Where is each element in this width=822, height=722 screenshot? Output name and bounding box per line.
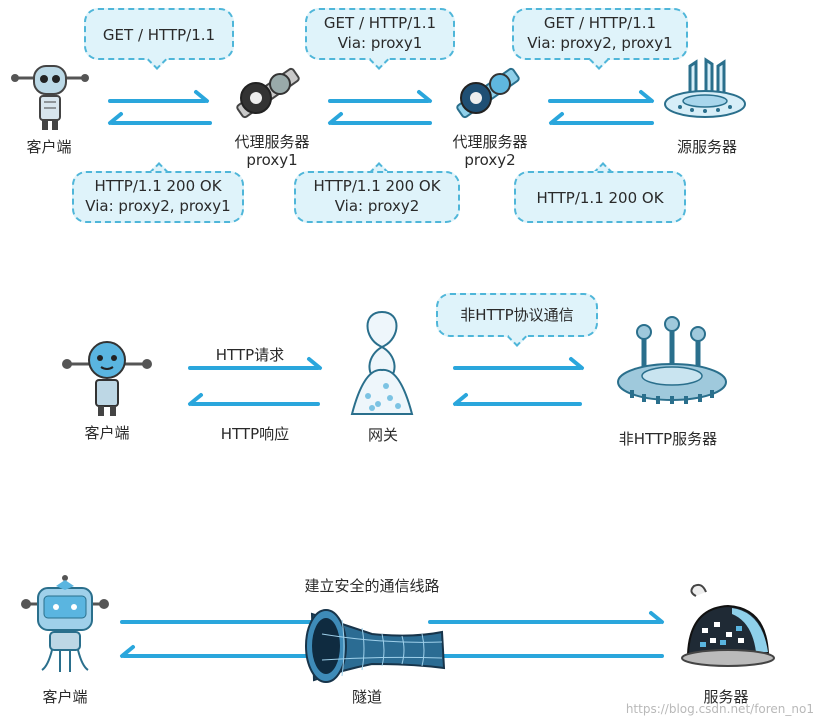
non-http-forward-arrow bbox=[453, 357, 584, 370]
tunnel-back-arrow bbox=[120, 645, 664, 658]
client-robot-icon bbox=[62, 341, 152, 416]
response-bubble-2: HTTP/1.1 200 OK Via: proxy2 bbox=[294, 171, 460, 223]
tunnel-forward-arrow bbox=[120, 611, 664, 624]
proxy2-label: 代理服务器 bbox=[452, 133, 528, 151]
response-3-line-1: HTTP/1.1 200 OK bbox=[536, 189, 664, 207]
server-label: 服务器 bbox=[703, 688, 749, 706]
request-bubble-2: GET / HTTP/1.1 Via: proxy1 bbox=[305, 8, 455, 60]
gateway-icon bbox=[350, 310, 414, 415]
secure-line-label: 建立安全的通信线路 bbox=[304, 577, 440, 595]
request-3-line-2: Via: proxy2, proxy1 bbox=[527, 34, 673, 52]
http-response-label: HTTP响应 bbox=[220, 425, 290, 443]
response-arrow-3 bbox=[549, 112, 654, 125]
proxy1-name: proxy1 bbox=[246, 151, 298, 169]
origin-server-ufo-icon bbox=[664, 57, 746, 118]
origin-server-label: 源服务器 bbox=[676, 138, 737, 156]
response-1-line-1: HTTP/1.1 200 OK bbox=[94, 177, 222, 195]
proxy2-name: proxy2 bbox=[464, 151, 516, 169]
request-arrow-2 bbox=[328, 90, 432, 103]
proxy1-label: 代理服务器 bbox=[234, 133, 310, 151]
response-1-line-2: Via: proxy2, proxy1 bbox=[85, 197, 231, 215]
http-response-arrow bbox=[188, 393, 320, 406]
response-arrow-1 bbox=[108, 112, 212, 125]
gateway-label: 网关 bbox=[367, 426, 398, 444]
non-http-server-ufo-icon bbox=[617, 316, 727, 404]
response-bubble-3: HTTP/1.1 200 OK bbox=[514, 171, 686, 223]
request-arrow-1 bbox=[108, 90, 209, 103]
non-http-server-label: 非HTTP服务器 bbox=[618, 430, 718, 448]
request-2-line-2: Via: proxy1 bbox=[337, 34, 423, 52]
request-arrow-3 bbox=[548, 90, 654, 103]
request-2-line-1: GET / HTTP/1.1 bbox=[323, 14, 437, 32]
client-label-2: 客户端 bbox=[84, 424, 130, 442]
tunnel-label: 隧道 bbox=[351, 688, 382, 706]
response-2-line-2: Via: proxy2 bbox=[334, 197, 420, 215]
client-robot-icon bbox=[21, 575, 109, 672]
http-request-arrow bbox=[188, 357, 322, 370]
http-request-label: HTTP请求 bbox=[215, 346, 285, 364]
client-label-3: 客户端 bbox=[42, 688, 88, 706]
server-dome-icon bbox=[681, 583, 775, 667]
response-2-line-1: HTTP/1.1 200 OK bbox=[313, 177, 441, 195]
arrows-section-2 bbox=[188, 357, 584, 406]
client-label-1: 客户端 bbox=[26, 138, 72, 156]
response-arrow-2 bbox=[328, 112, 432, 125]
proxy-satellite-icon bbox=[236, 67, 300, 119]
response-bubble-1: HTTP/1.1 200 OK Via: proxy2, proxy1 bbox=[72, 171, 244, 223]
tunnel-icon bbox=[305, 609, 446, 683]
protocol-bubble-text: 非HTTP协议通信 bbox=[460, 306, 574, 324]
non-http-back-arrow bbox=[453, 393, 582, 406]
arrows-section-3 bbox=[120, 611, 664, 658]
watermark: https://blog.csdn.net/foren_no1 bbox=[625, 702, 814, 716]
arrows-section-1 bbox=[108, 90, 654, 125]
proxy-satellite-icon bbox=[456, 67, 520, 119]
request-3-line-1: GET / HTTP/1.1 bbox=[543, 14, 657, 32]
request-1-line-1: GET / HTTP/1.1 bbox=[102, 26, 216, 44]
client-robot-icon bbox=[11, 65, 89, 130]
